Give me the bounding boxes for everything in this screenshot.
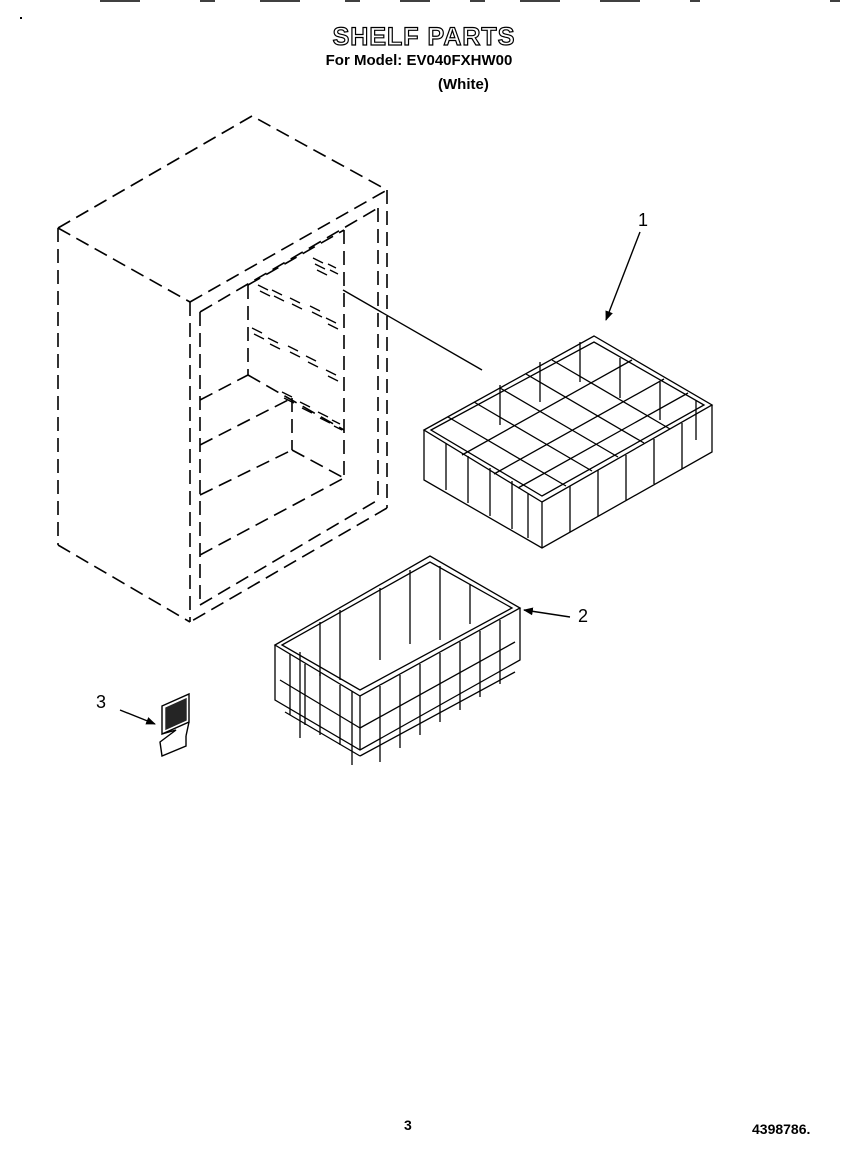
shelf-support-slots — [251, 257, 343, 431]
freezer-cabinet-outline — [57, 115, 388, 623]
pointer-arrow-item-3 — [119, 709, 156, 725]
model-label: For Model: EV040FXHW00 — [325, 52, 513, 69]
page-title: SHELF PARTS — [332, 22, 516, 51]
color-label: (White) — [438, 76, 489, 93]
scan-mark — [20, 17, 22, 19]
wire-basket-item-2 — [273, 555, 522, 765]
wire-shelf-item-1 — [422, 335, 714, 549]
page-header: SHELF PARTS For Model: EV040FXHW00 — [0, 22, 848, 70]
document-number: 4398786. — [752, 1121, 811, 1137]
callout-item-3: 3 — [96, 692, 107, 712]
leader-line-item-1 — [342, 289, 483, 371]
pointer-arrow-item-1 — [605, 231, 641, 321]
callout-item-2: 2 — [578, 606, 589, 626]
shelf-clip-item-3 — [159, 692, 190, 757]
pointer-arrow-item-2 — [523, 607, 571, 618]
callout-item-1: 1 — [638, 210, 649, 230]
page-number: 3 — [404, 1117, 412, 1133]
